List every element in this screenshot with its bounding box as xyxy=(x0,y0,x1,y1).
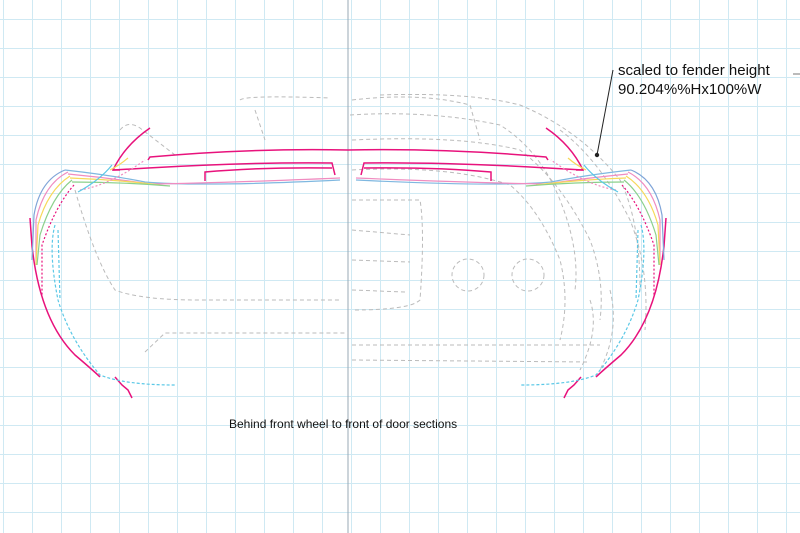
scale-annotation: scaled to fender height 90.204%%Hx100%W xyxy=(618,61,770,99)
annotation-line-2: 90.204%%Hx100%W xyxy=(618,81,762,98)
leader-dot xyxy=(594,152,600,158)
drawing-caption: Behind front wheel to front of door sect… xyxy=(229,417,458,431)
left-sections xyxy=(29,127,349,399)
annotation-line-1: scaled to fender height xyxy=(618,62,770,79)
leader-line xyxy=(596,69,614,156)
reference-outline xyxy=(74,93,647,371)
